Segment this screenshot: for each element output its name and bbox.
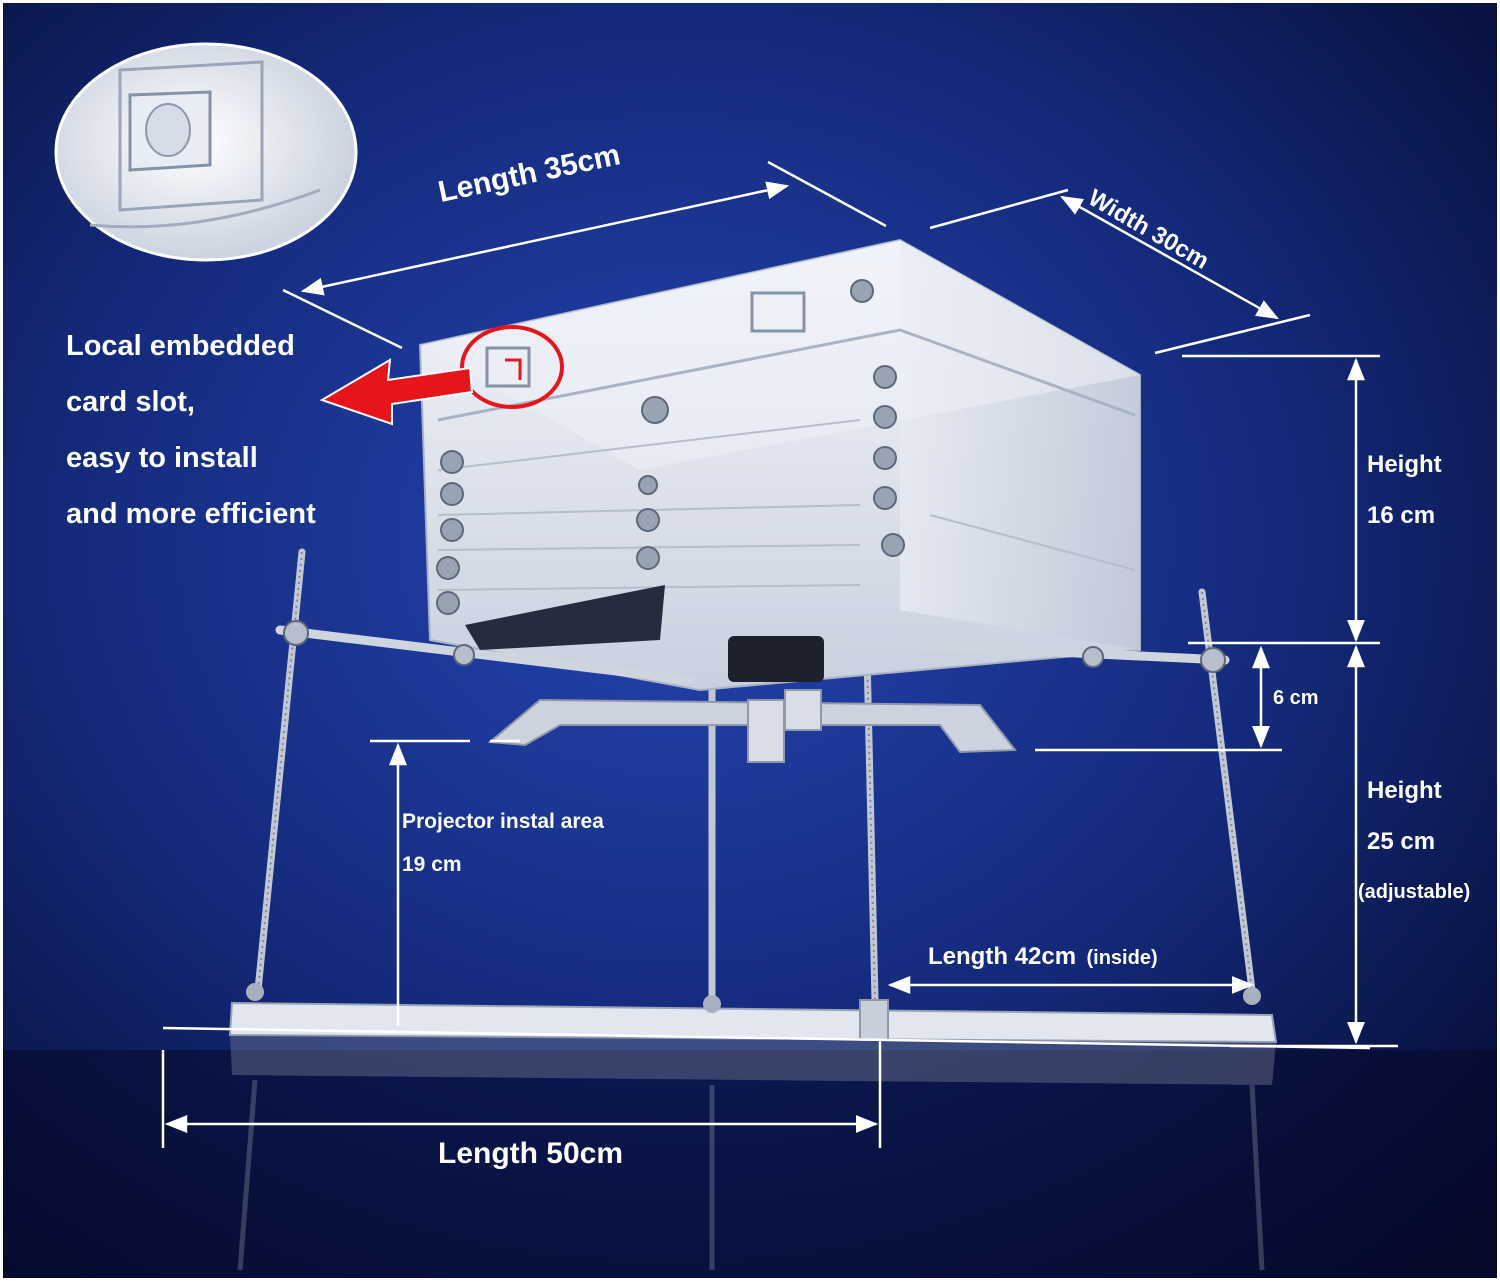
height-16-title: Height xyxy=(1367,451,1442,478)
feature-note-line2: card slot, xyxy=(66,386,195,418)
gap-6-value: 6 cm xyxy=(1273,687,1319,709)
card-slot-highlight xyxy=(460,325,564,409)
inner-length-label: Length 42cm (inside) xyxy=(928,945,1158,969)
height-25-note: (adjustable) xyxy=(1358,881,1471,903)
dimension-lines xyxy=(161,160,1398,1148)
feature-note-line1: Local embedded xyxy=(66,330,295,362)
height-25-value: 25 cm xyxy=(1367,828,1436,855)
length-50-label: Length 50cm xyxy=(438,1137,624,1170)
red-arrow xyxy=(319,358,474,426)
projector-mount xyxy=(487,636,1017,763)
install-area-value: 19 cm xyxy=(402,853,462,876)
feature-note-line3: easy to install xyxy=(66,442,258,474)
height-16-value: 16 cm xyxy=(1367,502,1436,529)
inner-length-note: (inside) xyxy=(1086,947,1158,969)
height-25-title: Height xyxy=(1367,777,1442,804)
floor-shadow xyxy=(3,1050,1497,1278)
inner-length-value: Length 42cm xyxy=(928,943,1077,970)
cross-bars xyxy=(275,625,1230,685)
lift-box xyxy=(418,238,1141,692)
feature-note-line4: and more efficient xyxy=(66,498,316,530)
feature-note: Local embedded card slot, easy to instal… xyxy=(66,318,316,542)
card-slot-zoom-detail xyxy=(54,42,358,262)
install-area-title: Projector instal area xyxy=(402,810,604,833)
